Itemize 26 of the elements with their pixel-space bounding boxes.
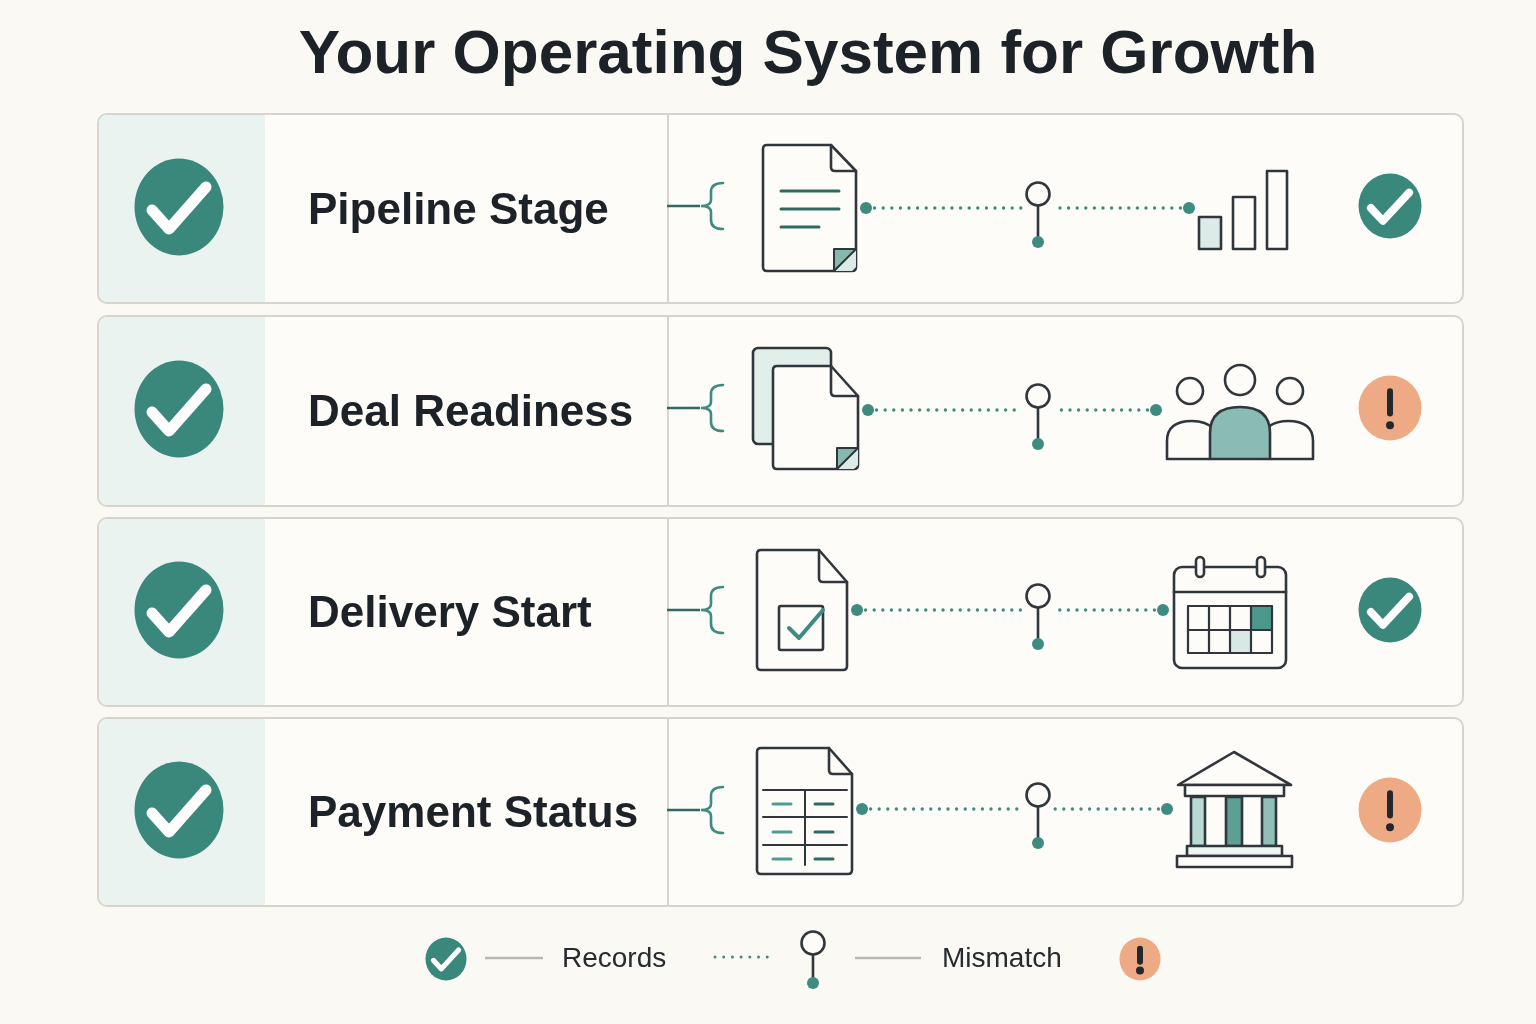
calendar-icon [1171,555,1289,671]
row-card [97,717,1464,907]
row-title: Deal Readiness [308,385,634,437]
bank-icon [1175,749,1294,869]
row-title: Delivery Start [308,586,592,638]
row-card [97,113,1464,304]
pin-marker [1025,181,1051,249]
pin-marker [1025,383,1051,451]
page-title: Your Operating System for Growth [298,17,1318,86]
spreadsheet-icon [755,746,854,876]
dotted-connector [860,202,1023,214]
row-title: Pipeline Stage [308,182,609,235]
row-card [97,517,1464,707]
documents-icon [751,346,860,471]
legend-label: Mismatch [942,941,1062,975]
pin-marker [1025,782,1051,850]
bar-chart-icon [1197,169,1289,251]
dotted-connector [1053,803,1173,815]
dotted-connector [851,604,1023,616]
checklist-document-icon [755,548,849,672]
row-title: Payment Status [308,786,639,838]
people-icon [1164,363,1316,461]
pin-marker [1025,583,1051,651]
legend-label: Records [562,941,667,975]
document-icon [761,143,858,273]
row-card [97,315,1464,507]
